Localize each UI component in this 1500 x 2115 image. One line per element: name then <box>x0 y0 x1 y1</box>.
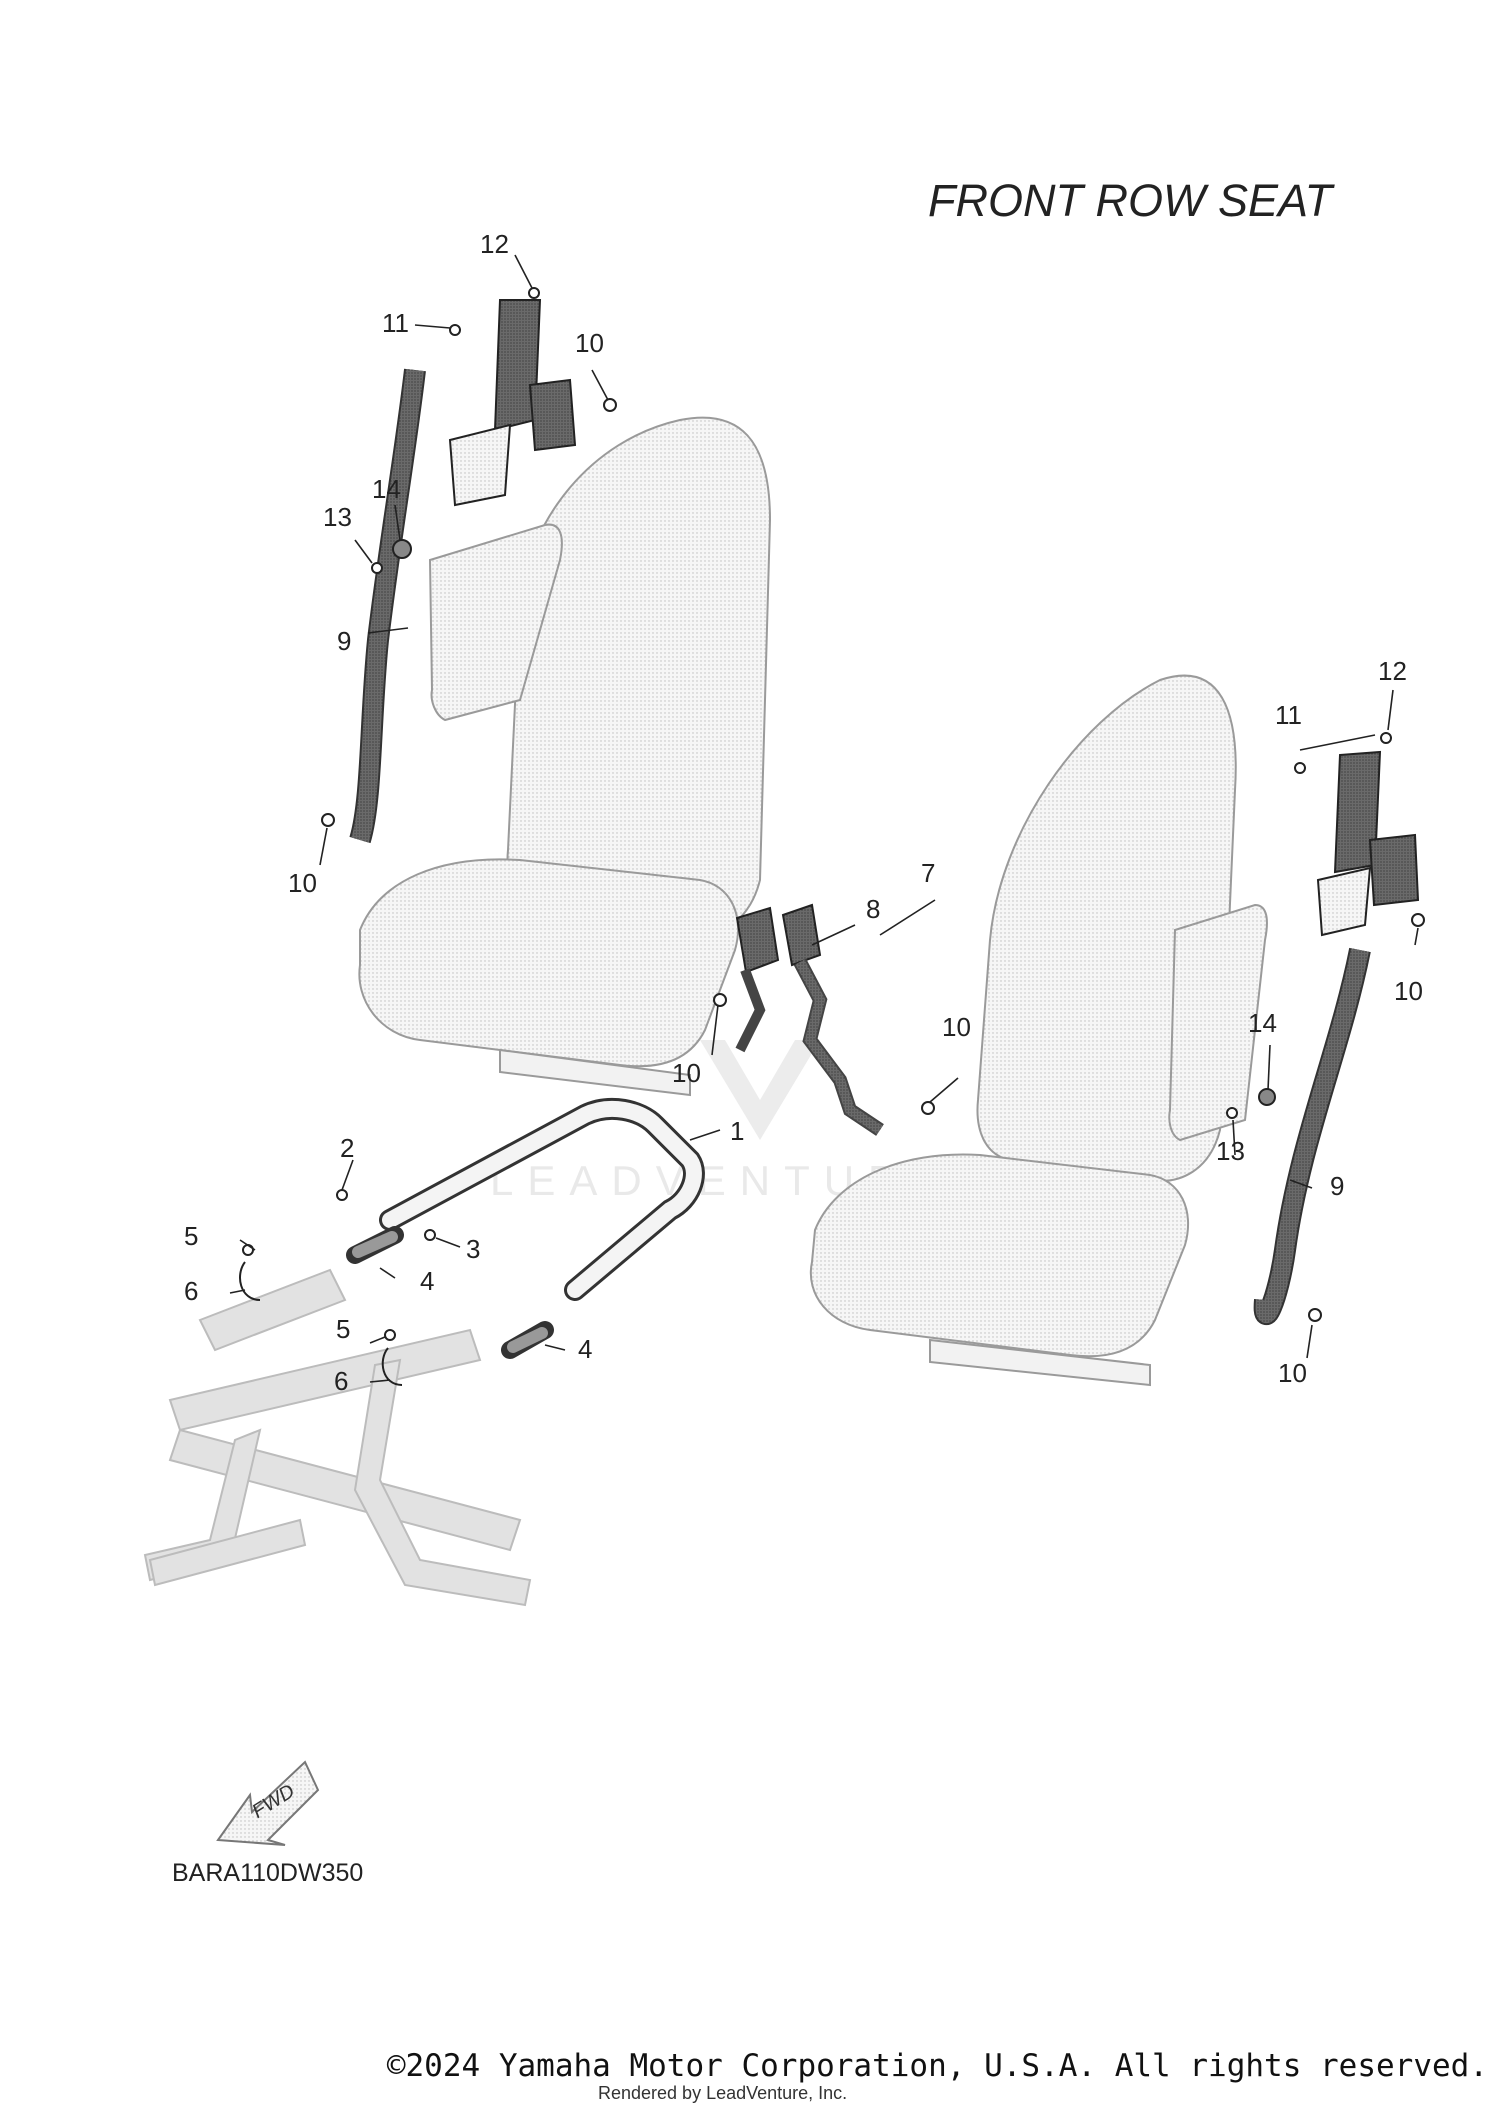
callout-label: 10 <box>288 868 317 898</box>
rendered-by-note: Rendered by LeadVenture, Inc. <box>598 2083 848 2103</box>
leader-lines <box>229 254 1419 1383</box>
callout-label: 12 <box>480 229 509 259</box>
callout-label: 4 <box>578 1334 592 1364</box>
callout-label: 10 <box>672 1058 701 1088</box>
callout-label: 3 <box>466 1234 480 1264</box>
callout-label: 11 <box>1275 700 1302 730</box>
callout-label: 10 <box>1394 976 1423 1006</box>
callout-label: 2 <box>340 1133 354 1163</box>
callout-label: 14 <box>372 474 401 504</box>
left-seatbelt <box>321 287 617 844</box>
callout-label: 4 <box>420 1266 434 1296</box>
callout-label: 5 <box>336 1314 350 1344</box>
callout-label: 6 <box>334 1366 348 1396</box>
callout-label: 13 <box>1216 1136 1245 1166</box>
grab-bar <box>346 1097 705 1359</box>
callout-labels: 12 11 10 14 13 9 10 7 8 10 10 1 2 3 5 4 … <box>184 229 1423 1396</box>
fwd-arrow-icon: FWD <box>216 1760 320 1846</box>
callout-label: 7 <box>921 858 935 888</box>
center-buckles <box>713 903 935 1136</box>
callout-label: 14 <box>1248 1008 1277 1038</box>
callout-label: 5 <box>184 1221 198 1251</box>
callout-label: 6 <box>184 1276 198 1306</box>
callout-label: 10 <box>942 1012 971 1042</box>
seat-frame <box>143 1268 532 1607</box>
callout-label: 11 <box>382 308 409 338</box>
right-seat <box>809 674 1268 1387</box>
callout-label: 10 <box>575 328 604 358</box>
callout-label: 13 <box>323 502 352 532</box>
diagram-title: FRONT ROW SEAT <box>928 175 1336 226</box>
copyright-footer: ©2024 Yamaha Motor Corporation, U.S.A. A… <box>386 2048 1488 2084</box>
left-seat <box>358 416 772 1097</box>
callout-label: 10 <box>1278 1358 1307 1388</box>
diagram-code: BARA110DW350 <box>172 1859 363 1887</box>
callout-label: 12 <box>1378 656 1407 686</box>
callout-label: 8 <box>866 894 880 924</box>
callout-label: 9 <box>337 626 351 656</box>
callout-label: 1 <box>730 1116 744 1146</box>
callout-label: 9 <box>1330 1171 1344 1201</box>
right-seatbelt <box>1226 732 1425 1325</box>
